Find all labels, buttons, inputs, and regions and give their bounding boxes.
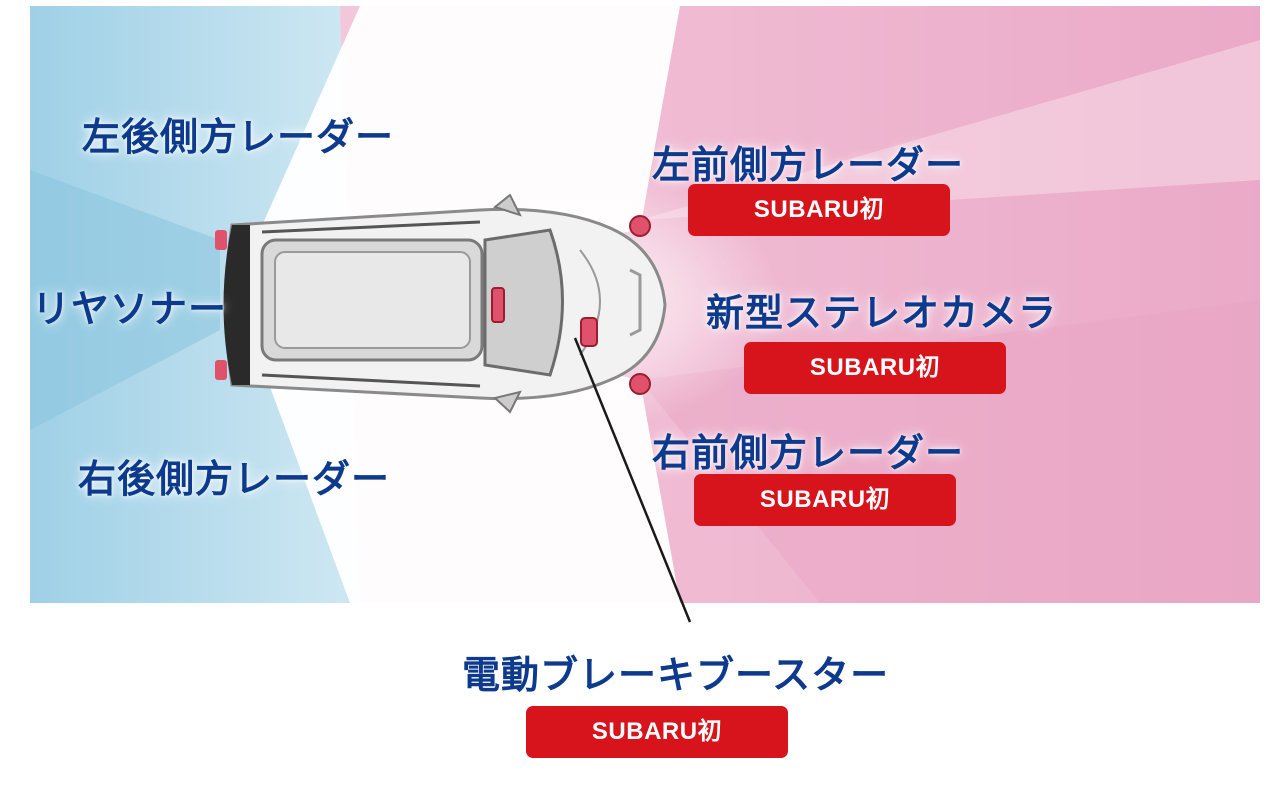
stereo-camera-marker — [580, 317, 598, 347]
brake-booster-leader-line — [573, 337, 692, 623]
front-left-radar-zone — [640, 40, 1260, 220]
front-left-radar-badge: SUBARU初 — [688, 184, 950, 236]
car-top-view — [223, 193, 667, 414]
front-right-radar-badge: SUBARU初 — [694, 474, 956, 526]
front-right-radar-marker — [629, 373, 651, 395]
brake-booster-label: 電動ブレーキブースター — [462, 653, 890, 697]
front-right-radar-label: 右前側方レーダー — [652, 431, 965, 475]
stereo-camera-badge: SUBARU初 — [744, 342, 1006, 394]
brake-booster-marker — [491, 287, 505, 323]
rear-sonar-label: リヤソナー — [32, 287, 228, 331]
brake-booster-badge: SUBARU初 — [526, 706, 788, 758]
rear-right-radar-label: 右後側方レーダー — [78, 457, 391, 501]
front-left-radar-label: 左前側方レーダー — [652, 143, 965, 187]
front-left-radar-marker — [629, 215, 651, 237]
stereo-camera-label: 新型ステレオカメラ — [706, 291, 1058, 335]
rear-left-radar-label: 左後側方レーダー — [82, 115, 395, 159]
